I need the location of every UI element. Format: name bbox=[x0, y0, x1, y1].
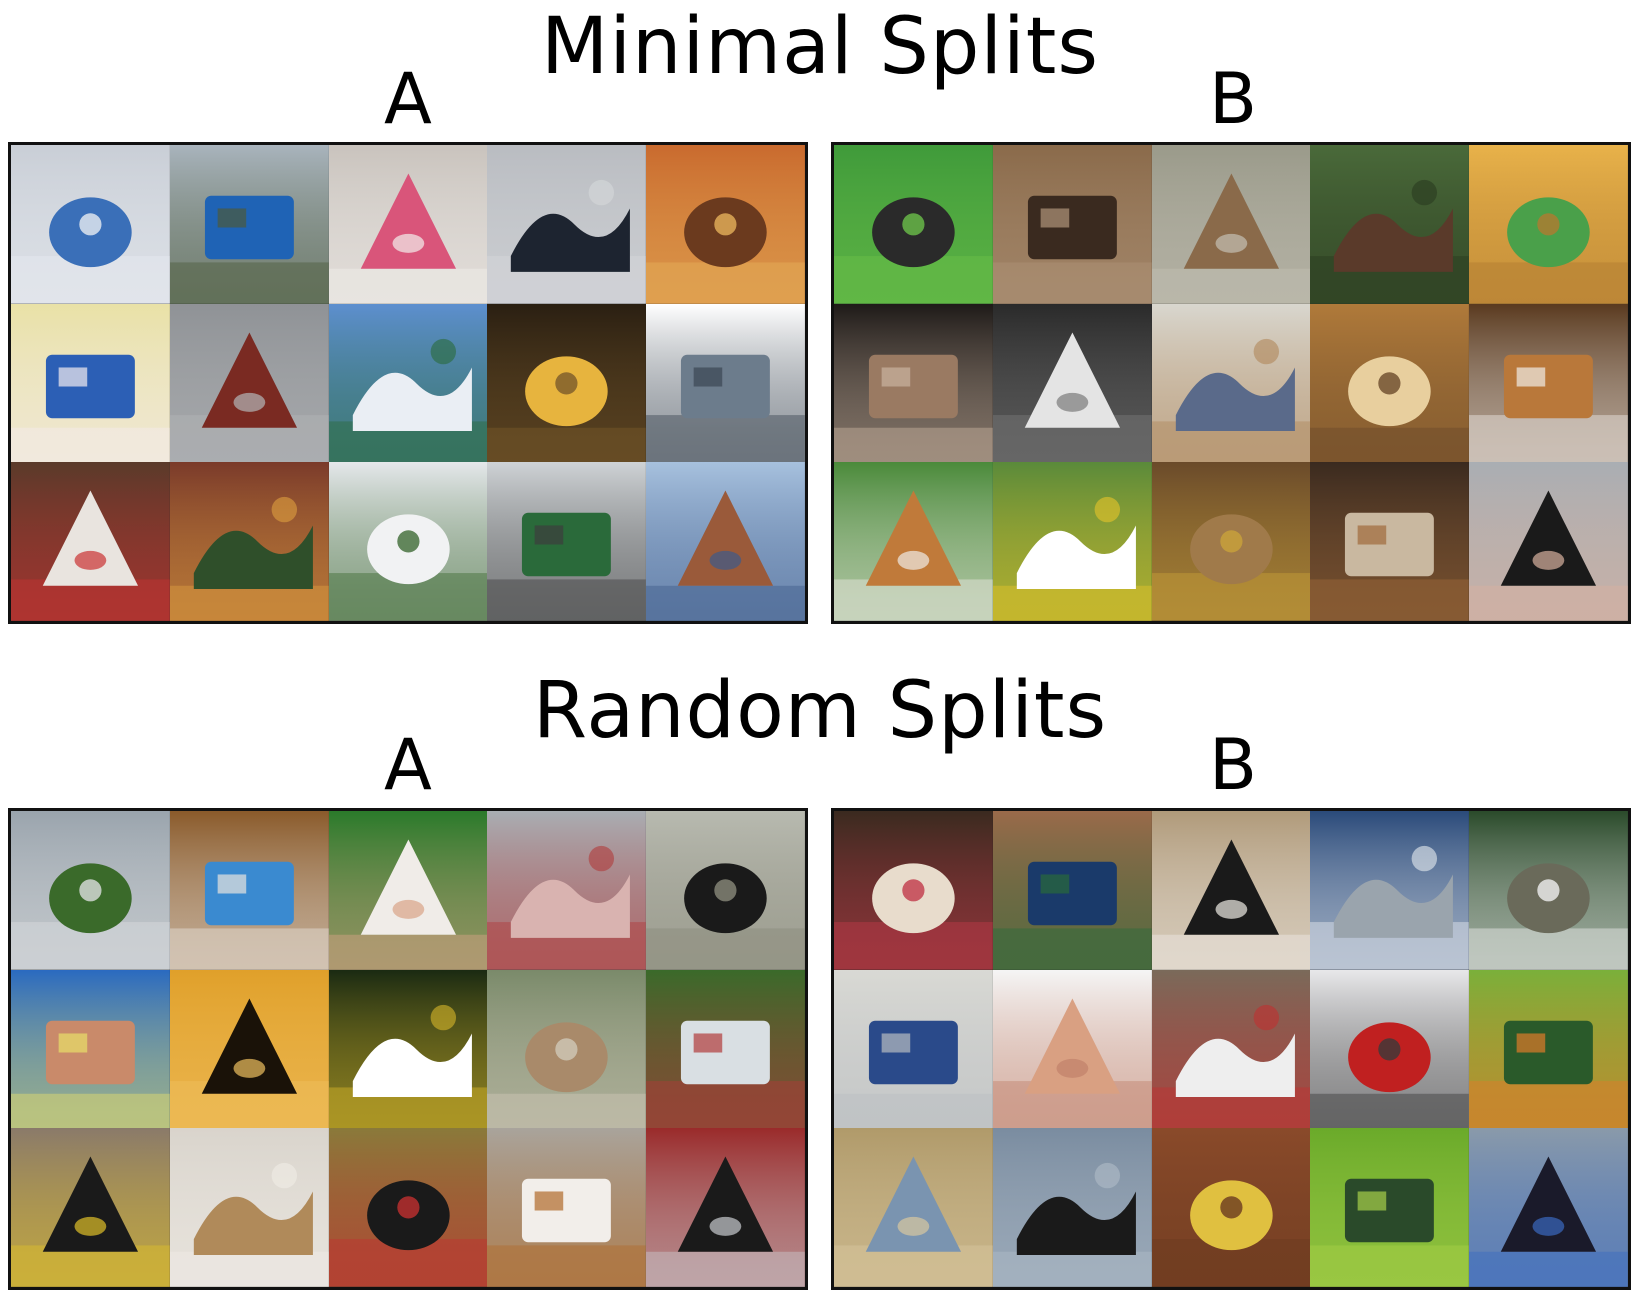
thumbnail-trifle-table bbox=[834, 811, 993, 970]
thumbnail-hand-hook bbox=[328, 811, 488, 970]
thumbnail-beach-bird bbox=[834, 1128, 993, 1287]
thumbnail-photocopiers bbox=[834, 969, 993, 1129]
thumbnail-black-swan bbox=[328, 1128, 488, 1287]
thumbnail-green-train bbox=[487, 462, 647, 621]
panel-label-minimal-a: A bbox=[384, 58, 432, 140]
panel-label-random-b: B bbox=[1208, 724, 1258, 806]
thumbnail-white-terrier-bw bbox=[992, 303, 1152, 463]
thumbnail-daisy-dark bbox=[328, 969, 488, 1129]
thumbnail-watering-can-chair bbox=[169, 811, 329, 970]
thumbnail-canoes-on-lake bbox=[328, 303, 488, 463]
thumbnail-puppy-in-basket bbox=[169, 1128, 329, 1287]
thumbnail-meeting-room bbox=[1151, 303, 1311, 463]
thumbnail-saint-bernard bbox=[834, 462, 993, 621]
thumbnail-clock-tower bbox=[646, 462, 805, 621]
thumbnail-white-van bbox=[328, 462, 488, 621]
section-title-random: Random Splits bbox=[532, 666, 1108, 756]
thumbnail-terrier-on-grass bbox=[834, 145, 993, 304]
thumbnail-blue-shawl bbox=[11, 303, 170, 463]
thumbnail-shop-shelves bbox=[487, 303, 647, 463]
image-grid-minimal-a bbox=[8, 142, 808, 624]
thumbnail-mountain-valley bbox=[11, 811, 170, 970]
thumbnail-aircraft-carrier bbox=[1310, 811, 1470, 970]
image-grid-random-a bbox=[8, 808, 808, 1290]
thumbnail-salamander bbox=[11, 1128, 170, 1287]
thumbnail-autumn-tree bbox=[646, 145, 805, 304]
image-grid-minimal-b bbox=[831, 142, 1631, 624]
thumbnail-coot bbox=[992, 1128, 1152, 1287]
thumbnail-starfish-shells bbox=[1310, 303, 1470, 463]
thumbnail-garden-house bbox=[646, 969, 805, 1129]
thumbnail-border-collie bbox=[1151, 811, 1311, 970]
thumbnail-grouse bbox=[992, 145, 1152, 304]
thumbnail-dog-in-red-coat bbox=[1310, 969, 1470, 1129]
thumbnail-oscilloscope bbox=[1469, 1128, 1628, 1287]
thumbnail-hummingbird bbox=[1469, 969, 1628, 1129]
thumbnail-collie bbox=[1469, 303, 1628, 463]
thumbnail-decorated-plate bbox=[487, 811, 647, 970]
thumbnail-daisy bbox=[992, 462, 1152, 621]
thumbnail-packaged-product bbox=[11, 462, 170, 621]
thumbnail-cheeseburger bbox=[1469, 145, 1628, 304]
thumbnail-airplane-sunset bbox=[169, 969, 329, 1129]
thumbnail-swimmer bbox=[11, 969, 170, 1129]
thumbnail-bald-eagle bbox=[1469, 811, 1628, 970]
panel-label-random-a: A bbox=[384, 724, 432, 806]
thumbnail-tandem-bicycle bbox=[169, 303, 329, 463]
thumbnail-llama bbox=[834, 303, 993, 463]
thumbnail-vintage-car bbox=[646, 1128, 805, 1287]
image-grid-random-b bbox=[831, 808, 1631, 1290]
thumbnail-damselfly-leaf bbox=[1310, 1128, 1470, 1287]
thumbnail-lizard-on-dirt bbox=[1151, 462, 1311, 621]
thumbnail-white-van-street bbox=[1151, 969, 1311, 1129]
thumbnail-puppy-on-floor bbox=[1310, 462, 1470, 621]
thumbnail-black-dog-in-car bbox=[1469, 462, 1628, 621]
thumbnail-hand-pointing bbox=[992, 969, 1152, 1129]
panel-label-minimal-b: B bbox=[1208, 58, 1258, 140]
thumbnail-sleeping-animal bbox=[487, 969, 647, 1129]
thumbnail-nails bbox=[646, 303, 805, 463]
thumbnail-gazelles bbox=[1151, 145, 1311, 304]
thumbnail-tarantula bbox=[646, 811, 805, 970]
thumbnail-brick-arch bbox=[169, 462, 329, 621]
thumbnail-tennis-racket bbox=[1151, 1128, 1311, 1287]
section-title-minimal: Minimal Splits bbox=[541, 2, 1099, 92]
thumbnail-garbage-truck bbox=[169, 145, 329, 304]
thumbnail-peacock bbox=[992, 811, 1152, 970]
thumbnail-bison bbox=[1310, 145, 1470, 304]
thumbnail-pink-bra bbox=[328, 145, 488, 304]
thumbnail-police-officer bbox=[487, 145, 647, 304]
thumbnail-shower-curtain bbox=[11, 145, 170, 304]
thumbnail-sleeping-dog bbox=[487, 1128, 647, 1287]
